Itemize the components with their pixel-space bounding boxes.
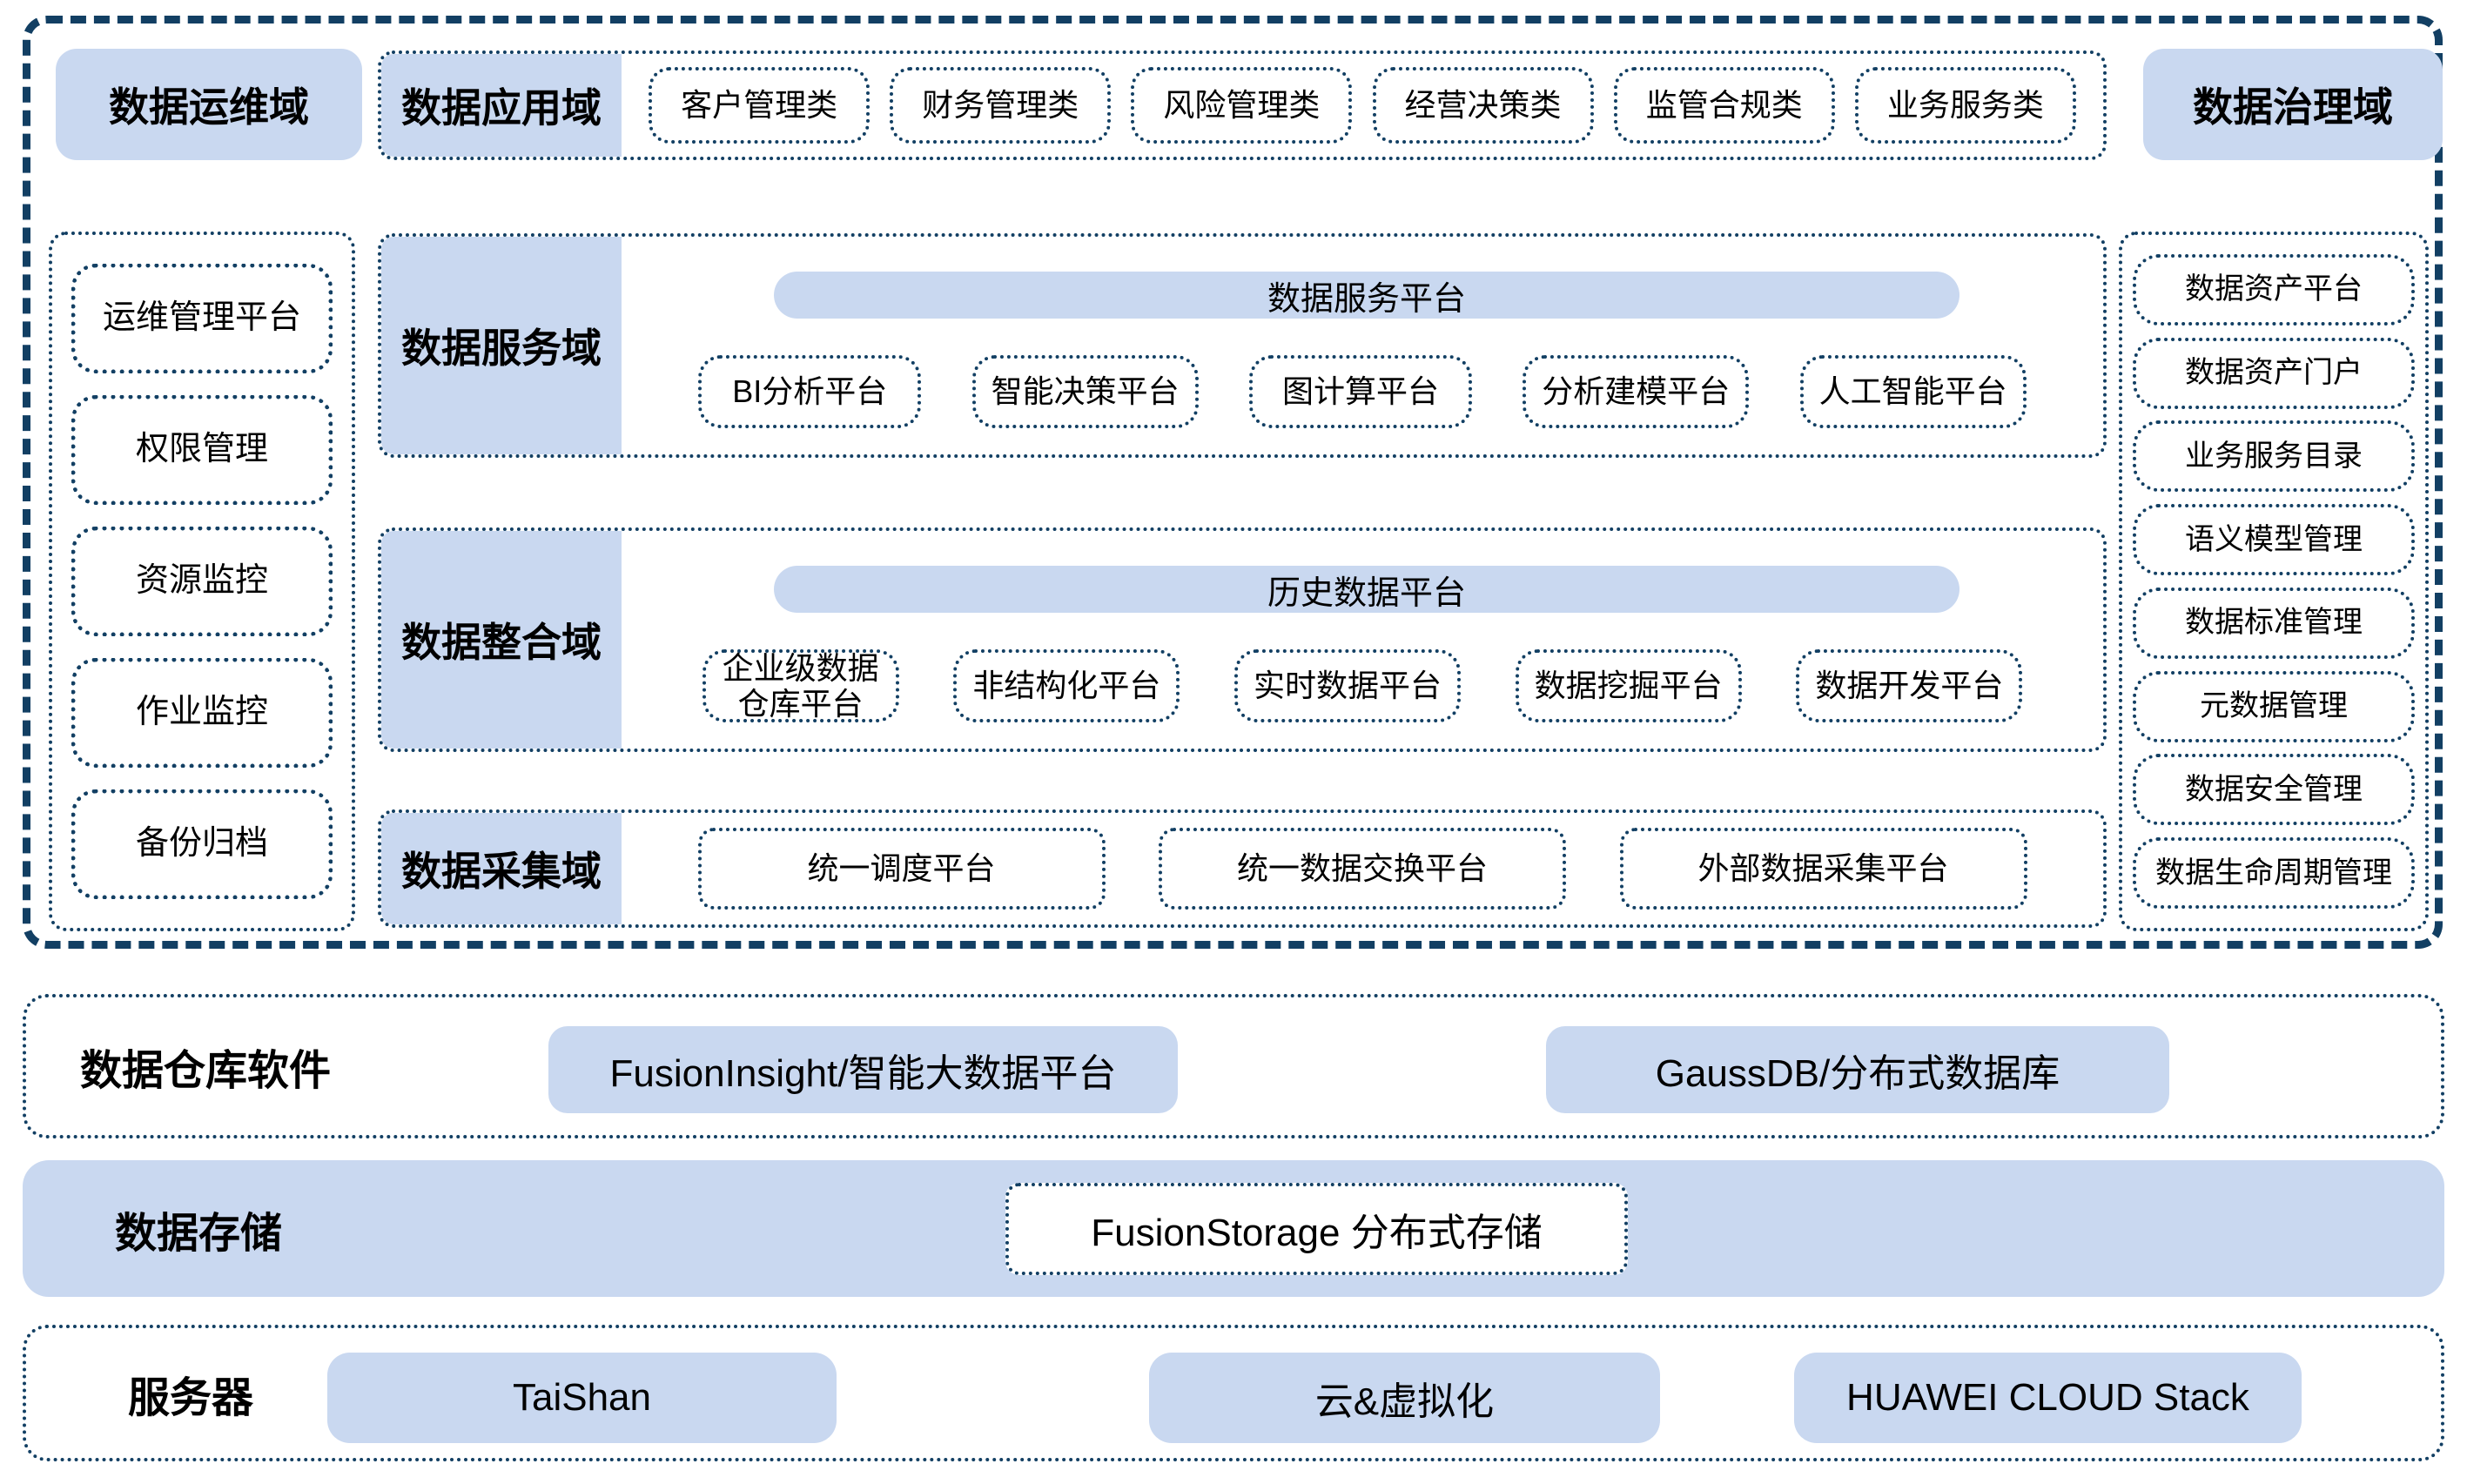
collection-items: 统一调度平台 统一数据交换平台 外部数据采集平台 [622, 813, 2103, 924]
gov-tool-box: 数据安全管理 [2133, 754, 2415, 826]
integration-platform-box: 实时数据平台 [1234, 649, 1461, 722]
ops-domain-header: 数据运维域 [56, 49, 362, 160]
storage-band-label: 数据存储 [115, 1210, 283, 1257]
app-category-box: 风险管理类 [1131, 67, 1353, 144]
server-band: 服务器 TaiShan 云&虚拟化 HUAWEI CLOUD Stack [23, 1325, 2444, 1461]
history-platform-pill: 历史数据平台 [774, 566, 1959, 613]
gov-tool-box: 语义模型管理 [2133, 504, 2415, 576]
cloud-virtualization-pill: 云&虚拟化 [1149, 1353, 1660, 1443]
integration-platform-box: 企业级数据仓库平台 [702, 649, 899, 722]
ops-tool-box: 备份归档 [71, 789, 333, 899]
service-platform-box: BI分析平台 [698, 355, 922, 428]
ops-domain-column: 运维管理平台 权限管理 资源监控 作业监控 备份归档 [49, 232, 355, 931]
huawei-cloud-stack-pill: HUAWEI CLOUD Stack [1794, 1353, 2302, 1443]
service-domain-label: 数据服务域 [381, 237, 622, 454]
service-platform-box: 人工智能平台 [1799, 355, 2027, 428]
service-domain-content: 数据服务平台 BI分析平台 智能决策平台 图计算平台 分析建模平台 人工智能平台 [622, 237, 2103, 454]
fusionstorage-box: FusionStorage 分布式存储 [1005, 1183, 1628, 1275]
ops-tool-box: 作业监控 [71, 658, 333, 768]
app-category-box: 客户管理类 [649, 67, 871, 144]
gov-tool-box: 业务服务目录 [2133, 420, 2415, 493]
service-platform-pill: 数据服务平台 [774, 272, 1959, 319]
service-platform-items: BI分析平台 智能决策平台 图计算平台 分析建模平台 人工智能平台 [622, 355, 2103, 428]
integration-platform-box: 数据挖掘平台 [1515, 649, 1742, 722]
gov-tool-box: 元数据管理 [2133, 670, 2415, 742]
fusioninsight-pill: FusionInsight/智能大数据平台 [548, 1026, 1178, 1113]
collection-platform-box: 统一调度平台 [697, 828, 1106, 910]
warehouse-software-band: 数据仓库软件 FusionInsight/智能大数据平台 GaussDB/分布式… [23, 994, 2444, 1138]
app-domain-label: 数据应用域 [381, 54, 622, 157]
collection-domain-section: 数据采集域 统一调度平台 统一数据交换平台 外部数据采集平台 [378, 809, 2107, 928]
storage-band: 数据存储 FusionStorage 分布式存储 [23, 1160, 2444, 1297]
gov-tool-box: 数据资产平台 [2133, 253, 2415, 326]
warehouse-band-label: 数据仓库软件 [80, 1048, 332, 1094]
service-platform-box: 智能决策平台 [971, 355, 1199, 428]
collection-domain-label: 数据采集域 [381, 813, 622, 924]
service-platform-box: 分析建模平台 [1523, 355, 1750, 428]
gaussdb-pill: GaussDB/分布式数据库 [1546, 1026, 2169, 1113]
app-domain-section: 数据应用域 客户管理类 财务管理类 风险管理类 经营决策类 监管合规类 业务服务… [378, 50, 2107, 160]
taishan-pill: TaiShan [327, 1353, 837, 1443]
gov-tool-box: 数据资产门户 [2133, 337, 2415, 409]
app-category-box: 经营决策类 [1372, 67, 1594, 144]
gov-domain-header: 数据治理域 [2143, 49, 2443, 160]
integration-platform-box: 数据开发平台 [1796, 649, 2023, 722]
gov-tool-box: 数据生命周期管理 [2133, 837, 2415, 910]
gov-tool-box: 数据标准管理 [2133, 587, 2415, 659]
ops-tool-box: 运维管理平台 [71, 264, 333, 373]
service-domain-section: 数据服务域 数据服务平台 BI分析平台 智能决策平台 图计算平台 分析建模平台 … [378, 233, 2107, 458]
app-category-box: 业务服务类 [1854, 67, 2076, 144]
app-category-box: 财务管理类 [890, 67, 1112, 144]
collection-platform-box: 外部数据采集平台 [1619, 828, 2027, 910]
integration-platform-items: 企业级数据仓库平台 非结构化平台 实时数据平台 数据挖掘平台 数据开发平台 [622, 649, 2103, 722]
app-domain-items: 客户管理类 财务管理类 风险管理类 经营决策类 监管合规类 业务服务类 [622, 54, 2103, 157]
governance-scope-border [23, 16, 2443, 949]
collection-platform-box: 统一数据交换平台 [1159, 828, 1566, 910]
gov-domain-column: 数据资产平台 数据资产门户 业务服务目录 语义模型管理 数据标准管理 元数据管理… [2119, 232, 2429, 931]
integration-domain-section: 数据整合域 历史数据平台 企业级数据仓库平台 非结构化平台 实时数据平台 数据挖… [378, 527, 2107, 752]
integration-domain-content: 历史数据平台 企业级数据仓库平台 非结构化平台 实时数据平台 数据挖掘平台 数据… [622, 531, 2103, 749]
service-platform-box: 图计算平台 [1248, 355, 1472, 428]
integration-domain-label: 数据整合域 [381, 531, 622, 749]
app-category-box: 监管合规类 [1613, 67, 1835, 144]
server-band-label: 服务器 [128, 1374, 254, 1421]
ops-tool-box: 权限管理 [71, 395, 333, 505]
integration-platform-box: 非结构化平台 [953, 649, 1180, 722]
ops-tool-box: 资源监控 [71, 527, 333, 636]
